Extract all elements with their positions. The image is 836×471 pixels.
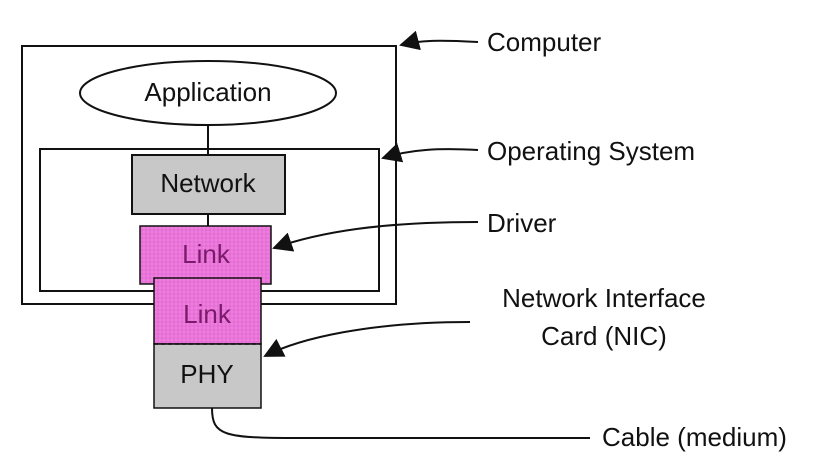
- computer-callout: Computer: [487, 27, 601, 57]
- network-layer-box: [131, 154, 286, 215]
- driver-callout: Driver: [487, 208, 557, 238]
- application-label: Application: [144, 77, 271, 107]
- nic-arrow: [263, 321, 471, 357]
- nic-link-label: Link: [183, 299, 232, 329]
- phy-label: PHY: [180, 359, 233, 389]
- driver-link-label: Link: [182, 239, 231, 269]
- phy-box: [153, 343, 262, 409]
- nic-link-box: [153, 277, 262, 345]
- operating-system-callout: Operating System: [487, 136, 695, 166]
- nic-callout-line2: Card (NIC): [541, 321, 667, 351]
- network-layer-label: Network: [160, 168, 256, 198]
- cable-callout: Cable (medium): [602, 422, 787, 452]
- driver-arrow: [272, 221, 479, 252]
- cable-line: [211, 407, 590, 439]
- driver-link-box: [139, 225, 272, 285]
- nic-callout-line1: Network Interface: [502, 283, 706, 313]
- application-ellipse: [79, 60, 337, 126]
- operating-system-arrow: [381, 143, 479, 163]
- computer-arrow: [399, 30, 479, 51]
